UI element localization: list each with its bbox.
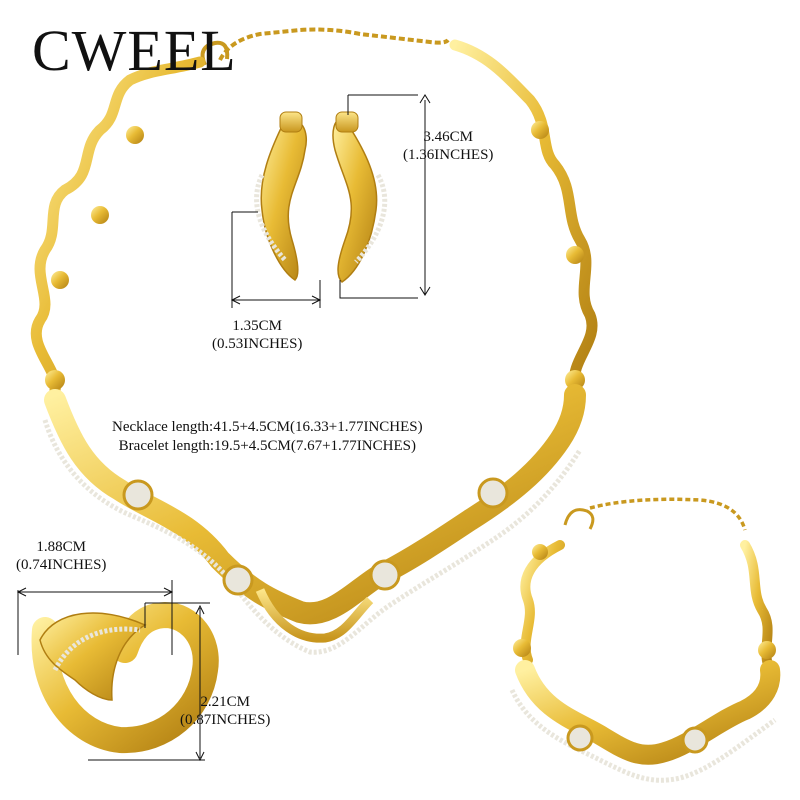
right-earring <box>332 118 378 283</box>
left-earring <box>260 118 307 281</box>
earring-width-in: (0.53INCHES) <box>212 336 303 352</box>
bracelet-front-band <box>515 660 781 765</box>
bracelet-clasp <box>563 508 595 530</box>
flower-charm-3 <box>369 559 401 591</box>
ring-width-cm: 1.88CM <box>36 539 86 555</box>
ring-width-label: 1.88CM (0.74INCHES) <box>16 538 106 574</box>
bracelet-rhinestone-line <box>509 688 777 783</box>
necklace-inner-loop <box>255 588 374 643</box>
ring-rhinestones <box>52 626 141 672</box>
flower-charm-4 <box>477 477 509 509</box>
necklace-clasp <box>200 40 230 66</box>
necklace <box>30 27 598 655</box>
bracelet-charm-2 <box>681 726 709 754</box>
ring-face <box>39 612 147 701</box>
earring-height-label: 3.46CM (1.36INCHES) <box>403 128 493 164</box>
ring <box>31 601 219 754</box>
left-earring-rhinestones <box>254 173 287 262</box>
earrings <box>254 111 388 283</box>
earring-width-cm: 1.35CM <box>232 318 282 334</box>
earring-height-in: (1.36INCHES) <box>403 147 494 163</box>
earring-height-cm: 3.46CM <box>423 129 473 145</box>
ring-height-label: 2.21CM (0.87INCHES) <box>180 693 270 729</box>
bracelet-charm-1 <box>566 724 594 752</box>
ring-height-cm: 2.21CM <box>200 694 250 710</box>
size-spec: Necklace length:41.5+4.5CM(16.33+1.77INC… <box>112 418 423 456</box>
necklace-rhinestone-line <box>42 419 583 655</box>
bracelet-left-arm <box>520 540 565 665</box>
earring-dimensions <box>230 94 431 308</box>
necklace-length-text: Necklace length:41.5+4.5CM(16.33+1.77INC… <box>112 419 423 435</box>
ring-width-in: (0.74INCHES) <box>16 557 107 573</box>
necklace-right-arm <box>449 39 598 391</box>
ring-band <box>31 601 219 754</box>
flower-charm-2 <box>222 564 254 596</box>
bracelet <box>509 497 781 783</box>
right-earring-rhinestones <box>354 173 388 264</box>
bracelet-length-text: Bracelet length:19.5+4.5CM(7.67+1.77INCH… <box>118 438 416 454</box>
brand-logo: CWEEL <box>32 18 237 83</box>
earring-width-label: 1.35CM (0.53INCHES) <box>212 317 302 353</box>
ring-dimensions <box>16 580 210 762</box>
flower-charm-1 <box>122 479 154 511</box>
bracelet-extension-chain <box>589 497 747 531</box>
ring-height-in: (0.87INCHES) <box>180 712 271 728</box>
necklace-extension-chain <box>218 27 450 61</box>
necklace-left-arm <box>30 56 206 396</box>
